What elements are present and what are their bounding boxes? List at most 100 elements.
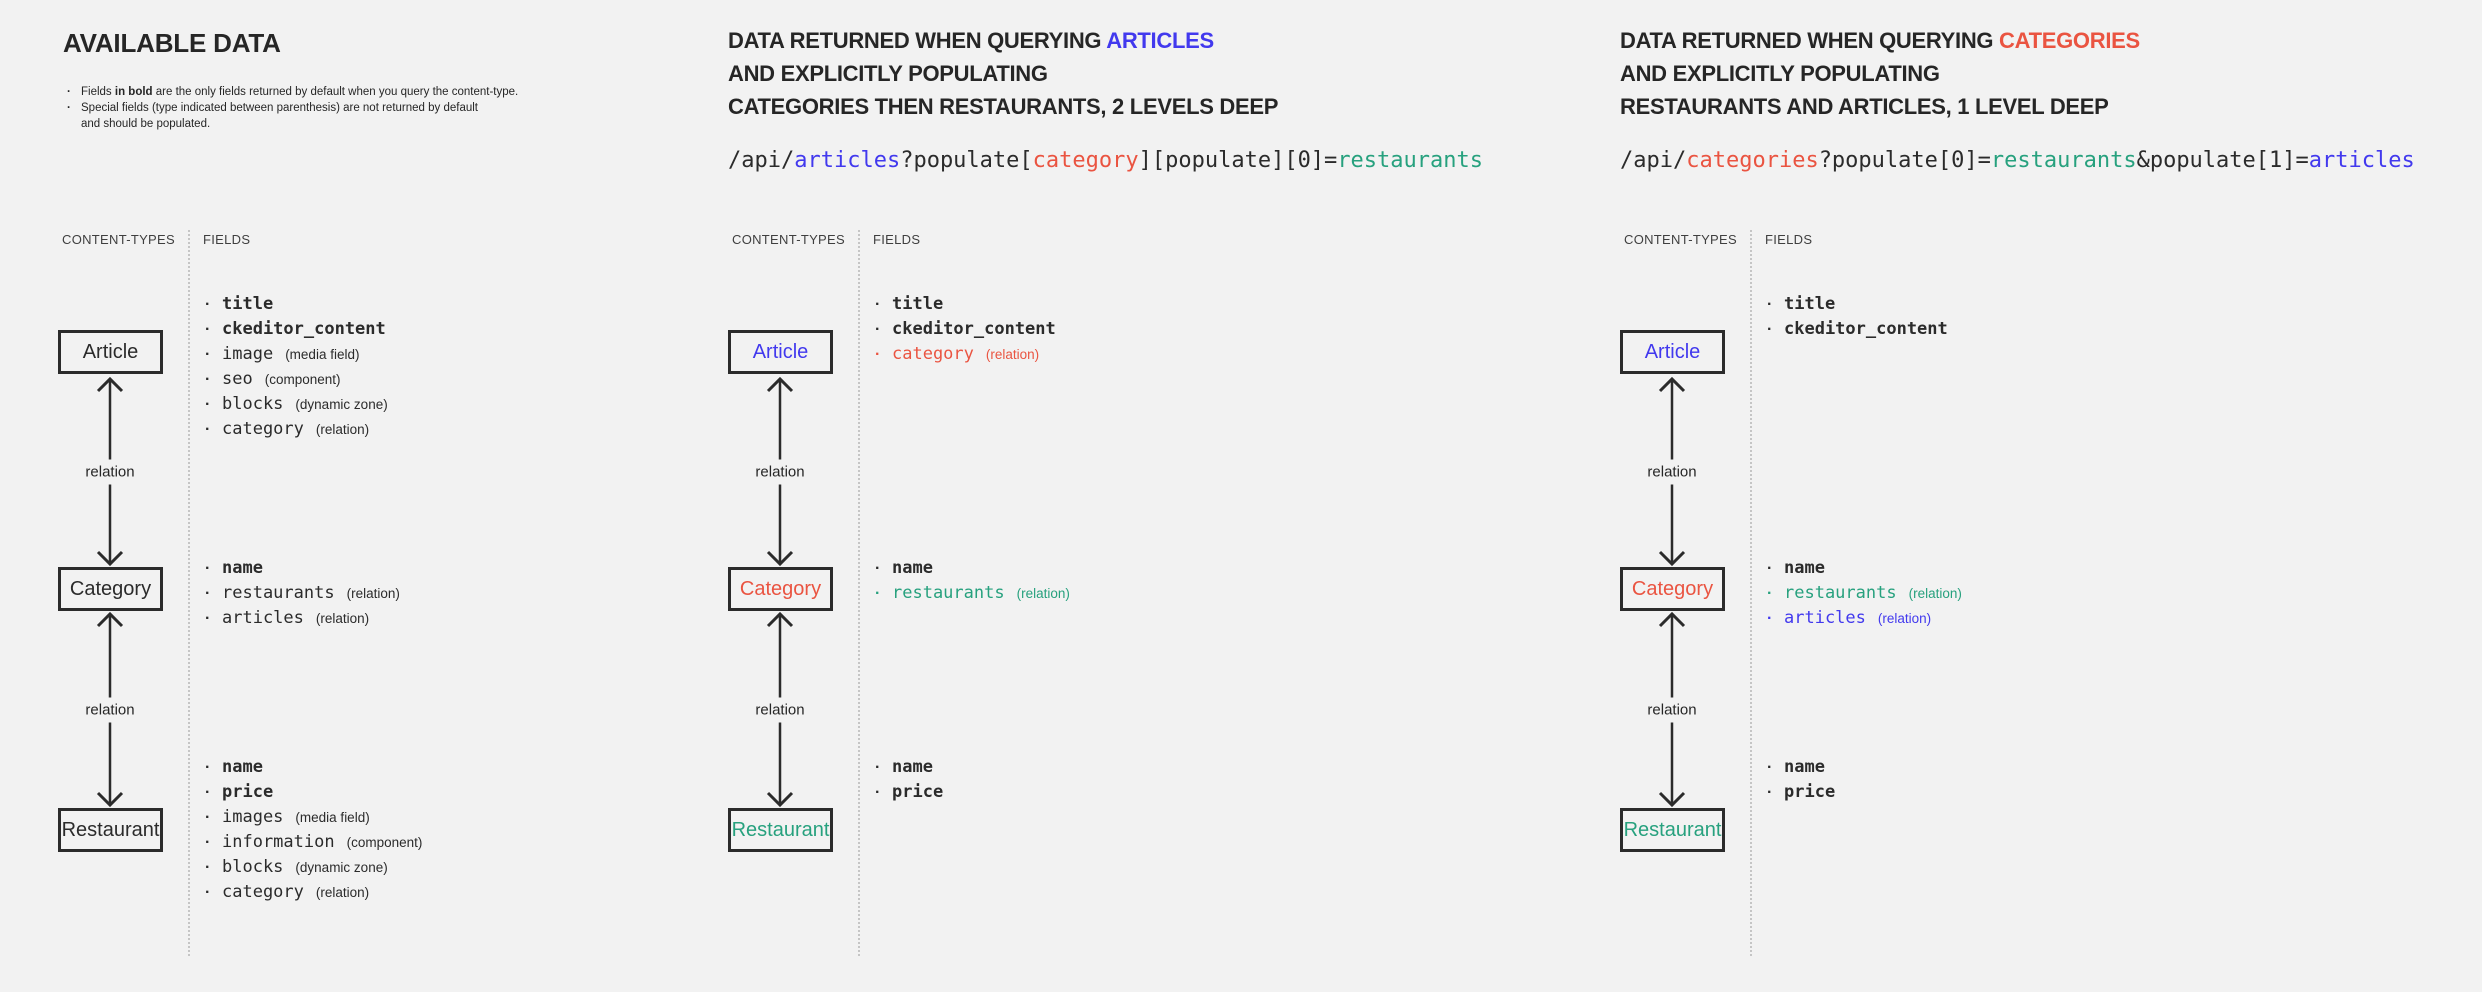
restaurant-fields-list: · name · price	[1767, 755, 1847, 805]
relation-label: relation	[753, 459, 807, 484]
field-item: · price	[875, 780, 955, 805]
field-type: (relation)	[985, 347, 1040, 362]
field-name: articles	[222, 608, 304, 628]
bullet-icon: ·	[205, 296, 211, 313]
field-type: (component)	[264, 372, 341, 387]
legend-note-2: · Special fields (type indicated between…	[67, 100, 518, 132]
api-segment: restaurants	[1990, 148, 2137, 173]
legend-title: AVAILABLE DATA	[63, 28, 281, 58]
api-segment: /api/	[728, 148, 795, 173]
field-item: · information (component)	[205, 830, 422, 855]
field-name: images	[222, 807, 284, 827]
bullet-icon: ·	[205, 859, 211, 876]
field-item: · restaurants (relation)	[205, 581, 400, 606]
heading-highlight: ARTICLES	[1106, 28, 1214, 53]
field-name: name	[1784, 757, 1825, 777]
field-name: category	[222, 419, 304, 439]
bullet-icon: ·	[205, 396, 211, 413]
bullet-icon: ·	[1767, 585, 1773, 602]
field-item: · name	[1767, 755, 1847, 780]
api-segment: restaurants	[1337, 148, 1484, 173]
field-name: price	[892, 782, 944, 802]
bullet-icon: ·	[205, 759, 211, 776]
api-segment: ][populate][0]=	[1138, 148, 1338, 173]
bullet-icon: ·	[205, 834, 211, 851]
content-types-label: CONTENT-TYPES	[732, 232, 845, 247]
field-name: name	[222, 757, 263, 777]
api-query: /api/articles?populate[category][populat…	[728, 148, 1483, 173]
field-item: · blocks (dynamic zone)	[205, 392, 398, 417]
field-name: title	[222, 294, 274, 314]
content-type-box-restaurant: Restaurant	[1620, 808, 1725, 852]
bullet-icon: ·	[875, 321, 881, 338]
relation-label: relation	[1645, 459, 1699, 484]
bullet-icon: ·	[67, 102, 71, 114]
bullet-icon: ·	[875, 759, 881, 776]
field-type: (dynamic zone)	[295, 860, 388, 875]
field-item: · articles (relation)	[205, 606, 400, 631]
fields-label: FIELDS	[203, 232, 251, 247]
bullet-icon: ·	[205, 884, 211, 901]
api-segment: /api/	[1620, 148, 1687, 173]
field-type: (media field)	[295, 810, 370, 825]
content-types-label: CONTENT-TYPES	[1624, 232, 1737, 247]
bullet-icon: ·	[205, 585, 211, 602]
heading-text: DATA RETURNED WHEN QUERYING	[728, 28, 1107, 53]
restaurant-fields-list: · name · price	[875, 755, 955, 805]
relation-arrow: relation	[1645, 611, 1699, 808]
api-query: /api/categories?populate[0]=restaurants&…	[1620, 148, 2415, 173]
bullet-icon: ·	[205, 560, 211, 577]
field-item: · restaurants (relation)	[1767, 581, 1962, 606]
field-type: (relation)	[315, 422, 370, 437]
relation-arrow: relation	[753, 376, 807, 567]
api-segment: &populate[1]=	[2136, 148, 2309, 173]
heading-line-3: RESTAURANTS AND ARTICLES, 1 LEVEL DEEP	[1620, 94, 2109, 119]
api-segment: ?populate[	[900, 148, 1033, 173]
field-type: (component)	[346, 835, 423, 850]
api-segment: articles	[794, 148, 901, 173]
content-type-box-article: Article	[728, 330, 833, 374]
bullet-icon: ·	[1767, 610, 1773, 627]
content-type-box-category: Category	[728, 567, 833, 611]
field-name: ckeditor_content	[892, 319, 1056, 339]
fields-label: FIELDS	[873, 232, 921, 247]
bullet-icon: ·	[205, 421, 211, 438]
field-type: (relation)	[1877, 611, 1932, 626]
note-text-bold: in bold	[114, 86, 153, 98]
field-item: · price	[1767, 780, 1847, 805]
bullet-icon: ·	[1767, 296, 1773, 313]
relation-arrow: relation	[83, 376, 137, 567]
column-available-data: AVAILABLE DATA · Fields in bold are the …	[40, 0, 910, 992]
field-name: blocks	[222, 394, 284, 414]
field-item: · price	[205, 780, 422, 805]
bullet-icon: ·	[205, 321, 211, 338]
field-name: ckeditor_content	[222, 319, 386, 339]
content-types-label: CONTENT-TYPES	[62, 232, 175, 247]
heading-line-1: DATA RETURNED WHEN QUERYING CATEGORIES	[1620, 24, 2140, 57]
api-segment: articles	[2308, 148, 2415, 173]
field-name: information	[222, 832, 335, 852]
note-text: Special fields (type indicated between p…	[81, 102, 478, 114]
heading-text: DATA RETURNED WHEN QUERYING	[1620, 28, 2000, 53]
field-item: · name	[205, 556, 400, 581]
relation-label: relation	[83, 459, 137, 484]
field-name: name	[892, 558, 933, 578]
field-name: seo	[222, 369, 253, 389]
relation-label: relation	[1645, 697, 1699, 722]
field-name: name	[222, 558, 263, 578]
field-name: restaurants	[892, 583, 1005, 603]
field-name: articles	[1784, 608, 1866, 628]
field-item: · ckeditor_content	[1767, 317, 1960, 342]
bullet-icon: ·	[1767, 321, 1773, 338]
field-name: name	[892, 757, 933, 777]
heading-line-2: AND EXPLICITLY POPULATING	[1620, 61, 1940, 86]
field-item: · category (relation)	[205, 880, 422, 905]
field-item: · restaurants (relation)	[875, 581, 1070, 606]
field-name: title	[892, 294, 944, 314]
category-fields-list: · name · restaurants (relation) · articl…	[1767, 556, 1962, 631]
field-item: · seo (component)	[205, 367, 398, 392]
legend-note-2-text: Special fields (type indicated between p…	[81, 100, 478, 132]
legend-note-1: · Fields in bold are the only fields ret…	[67, 84, 518, 100]
field-name: title	[1784, 294, 1836, 314]
bullet-icon: ·	[67, 86, 71, 98]
